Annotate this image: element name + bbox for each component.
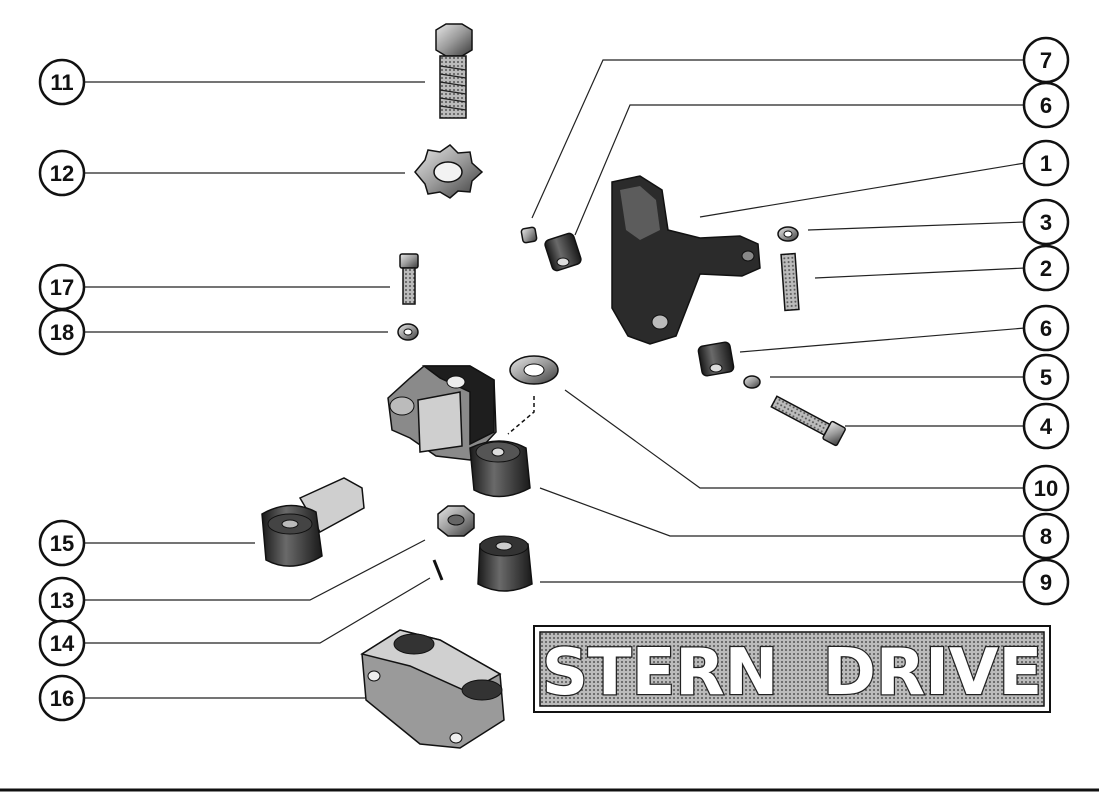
hex-nut-part (437, 505, 475, 537)
callout-13: 13 (38, 576, 86, 624)
title-panel: STERN DRIVE (533, 625, 1051, 713)
callout-4: 4 (1022, 402, 1070, 450)
long-bolt-part (770, 395, 846, 447)
callout-5: 5 (1022, 353, 1070, 401)
large-washer-part (509, 355, 559, 385)
callout-14: 14 (38, 619, 86, 667)
callout-label: 7 (1040, 48, 1052, 73)
callout-6-upper: 6 (1022, 81, 1070, 129)
callout-label: 9 (1040, 570, 1052, 595)
screw-part (780, 252, 800, 312)
pin-part (432, 559, 444, 581)
callout-10: 10 (1022, 464, 1070, 512)
star-washer-part (414, 144, 484, 199)
callout-label: 13 (50, 588, 74, 613)
callout-label: 14 (50, 631, 75, 656)
callout-label: 6 (1040, 93, 1052, 118)
title-text: STERN DRIVE (542, 636, 1042, 710)
callout-8: 8 (1022, 512, 1070, 560)
cap-nut-part (520, 226, 538, 244)
cotter-pin-part (507, 396, 535, 435)
clamp-block-part (360, 629, 505, 749)
callout-6-lower: 6 (1022, 304, 1070, 352)
callout-label: 17 (50, 275, 74, 300)
callout-3: 3 (1022, 198, 1070, 246)
small-nut-part (397, 323, 419, 341)
callout-label: 4 (1040, 414, 1053, 439)
hex-bolt-part (435, 23, 473, 119)
rubber-bushing-part (477, 535, 533, 592)
rod-end-part (261, 477, 365, 567)
small-bolt-part (399, 253, 419, 305)
callout-label: 12 (50, 161, 74, 186)
callout-label: 11 (50, 70, 73, 95)
callout-label: 18 (50, 320, 74, 345)
callout-2: 2 (1022, 244, 1070, 292)
callout-label: 10 (1034, 476, 1058, 501)
yoke-assembly-part (387, 365, 531, 498)
callout-11: 11 (38, 58, 86, 106)
callout-label: 8 (1040, 524, 1052, 549)
callout-label: 5 (1040, 365, 1052, 390)
callout-18: 18 (38, 308, 86, 356)
callout-17: 17 (38, 263, 86, 311)
callout-15: 15 (38, 519, 86, 567)
bushing-lower-part (697, 341, 735, 377)
flat-washer-part (777, 226, 799, 242)
callout-label: 15 (50, 531, 74, 556)
bracket-part (611, 175, 761, 345)
callout-16: 16 (38, 674, 86, 722)
callout-9: 9 (1022, 558, 1070, 606)
callout-label: 2 (1040, 256, 1052, 281)
callout-label: 1 (1040, 151, 1052, 176)
bushing-upper-part (544, 232, 582, 272)
callout-group: 11 12 17 18 15 13 14 16 7 6 1 3 2 6 5 4 … (38, 36, 1070, 722)
callout-label: 3 (1040, 210, 1052, 235)
callout-label: 6 (1040, 316, 1052, 341)
callout-label: 16 (50, 686, 74, 711)
leader-lines (85, 59, 1026, 699)
callout-1: 1 (1022, 139, 1070, 187)
small-washer-part (743, 375, 761, 389)
callout-12: 12 (38, 149, 86, 197)
callout-7: 7 (1022, 36, 1070, 84)
